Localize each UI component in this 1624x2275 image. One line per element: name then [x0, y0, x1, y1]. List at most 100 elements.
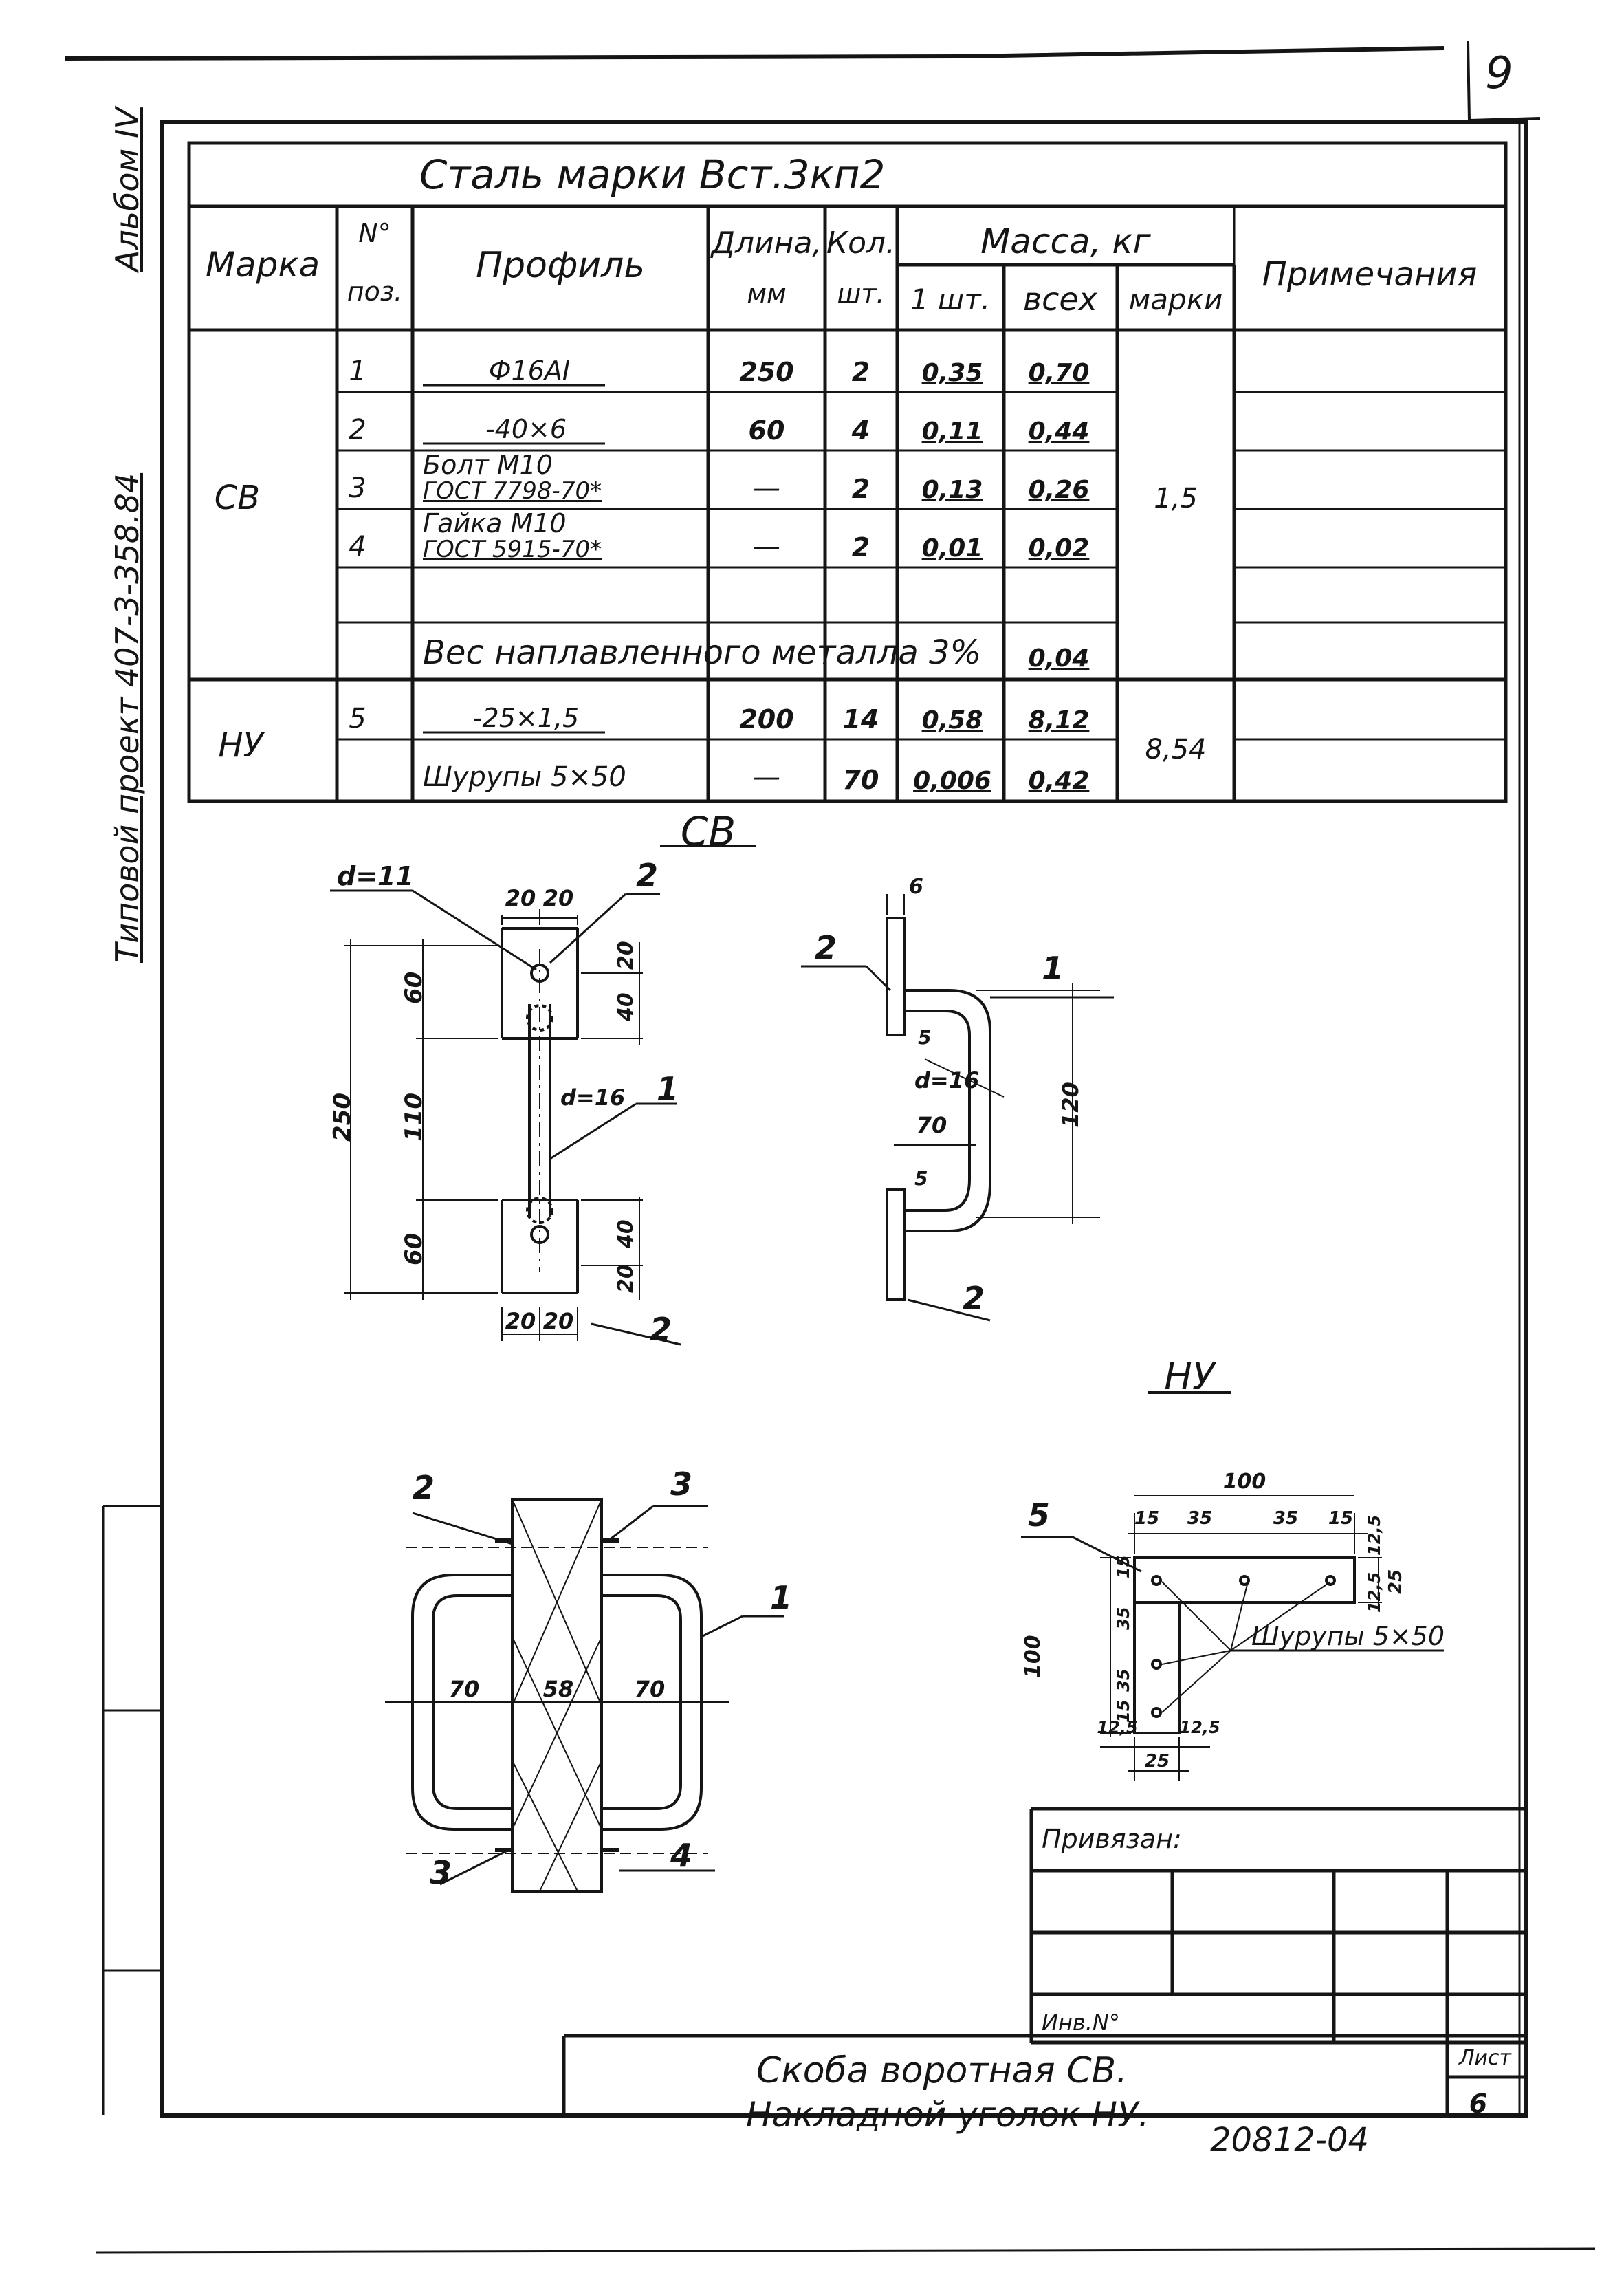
row-4-pos: 4 [349, 531, 366, 563]
mark-nu: НУ [218, 726, 263, 765]
album-label: Альбом IV [109, 107, 146, 272]
header-mass-one: 1 шт. [910, 283, 991, 316]
row-2-all: 0,44 [1028, 417, 1090, 446]
view-title-nu: НУ [1164, 1355, 1215, 1398]
title-block-line-1: Скоба воротная СВ. [756, 2050, 1128, 2091]
row-3-profile-1: Болт М10 [423, 450, 553, 480]
header-pos-bottom: поз. [347, 276, 403, 307]
title-block-sheet-number: 6 [1469, 2089, 1488, 2119]
title-block-privyazan: Привязан: [1042, 1824, 1182, 1854]
nu-r25: 25 [1385, 1569, 1406, 1594]
row-4-qty: 2 [851, 532, 870, 563]
sv-front-r-40-bot: 40 [614, 1219, 638, 1248]
sv-front-pos1: 1 [657, 1070, 679, 1107]
section-view [385, 1498, 784, 1893]
row-4-length: — [753, 531, 780, 563]
row-2-qty: 4 [851, 415, 870, 446]
section-w-mid: 58 [542, 1676, 574, 1702]
row-3-profile-2: ГОСТ 7798-70* [423, 477, 602, 505]
sv-front-bot-b: 20 [542, 1308, 574, 1334]
row-5-length: 200 [739, 704, 794, 734]
row-1-profile: Ф16АI [488, 356, 571, 386]
project-label: Типовой проект 407-3-358.84 [109, 472, 146, 963]
sv-side-h120: 120 [1057, 1082, 1084, 1128]
spec-table-grid [187, 141, 1508, 803]
sv-side-s5-bot: 5 [914, 1167, 928, 1190]
header-notes: Примечания [1262, 255, 1478, 294]
row-3-pos: 3 [349, 472, 366, 504]
sv-front-r-20-top: 20 [614, 941, 638, 970]
nu-d15: 15 [1134, 1508, 1160, 1529]
weld-row-text: Вес наплавленного металла 3% [423, 633, 982, 672]
nu-w-total: 100 [1222, 1470, 1266, 1494]
row-4-profile-2: ГОСТ 5915-70* [423, 536, 602, 563]
row-5-one: 0,58 [921, 706, 983, 734]
nu-v35a: 35 [1114, 1607, 1133, 1630]
sheet-corner-number: 9 [1485, 48, 1513, 99]
sv-front-h-mid: 110 [400, 1093, 428, 1142]
nu-h-total: 100 [1021, 1635, 1045, 1678]
nu-b25: 25 [1144, 1751, 1170, 1772]
sv-side-d-rod: d=16 [914, 1067, 980, 1093]
header-profile: Профиль [475, 245, 646, 286]
title-block-sheet-label: Лист [1458, 2046, 1512, 2070]
section-pos2: 2 [413, 1469, 435, 1506]
sv-side-t6: 6 [909, 875, 923, 899]
nu-d35b: 35 [1273, 1508, 1299, 1529]
row-3-length: — [753, 472, 780, 504]
material-title: Сталь марки Вст.3кп2 [419, 151, 886, 198]
sv-front-d-rod: d=16 [560, 1085, 626, 1111]
row-6-length: — [753, 761, 780, 793]
view-title-underlines [660, 845, 1231, 1394]
weld-row-all: 0,04 [1028, 644, 1090, 673]
nu-d35a: 35 [1187, 1508, 1213, 1529]
row-1-one: 0,35 [921, 359, 983, 387]
section-pos3-bot: 3 [430, 1854, 452, 1891]
sv-front-top-b: 20 [542, 885, 574, 911]
section-w-right: 70 [634, 1676, 666, 1702]
title-block-code: 20812-04 [1210, 2121, 1370, 2159]
sv-side-pos1: 1 [1042, 950, 1064, 987]
row-3-qty: 2 [851, 474, 870, 504]
row-5-qty: 14 [842, 704, 879, 734]
row-4-one: 0,01 [921, 534, 983, 563]
nu-b12-5a: 12,5 [1097, 1718, 1138, 1737]
row-5-pos: 5 [349, 703, 366, 734]
row-6-profile: Шурупы 5×50 [423, 761, 626, 793]
section-pos3-top: 3 [670, 1466, 693, 1503]
sv-side-pos2-top: 2 [815, 929, 837, 966]
sv-side-view [801, 894, 1114, 1322]
row-5-all: 8,12 [1028, 706, 1090, 734]
row-1-all: 0,70 [1028, 359, 1090, 387]
title-block-line-2: Накладной уголок НУ. [746, 2095, 1150, 2135]
sv-front-h-total: 250 [329, 1093, 356, 1142]
nu-v15: 15 [1114, 1555, 1133, 1578]
sv-front-view [330, 889, 681, 1346]
nu-screws: Шурупы 5×50 [1251, 1621, 1445, 1651]
header-length-bottom: мм [747, 279, 787, 309]
row-4-all: 0,02 [1028, 534, 1090, 563]
mark-sv-mass: 1,5 [1154, 483, 1198, 514]
sv-side-w70: 70 [916, 1112, 947, 1138]
header-length-top: Длина, [711, 226, 822, 261]
row-3-all: 0,26 [1028, 476, 1090, 504]
row-6-one: 0,006 [913, 767, 991, 795]
title-block-inv: Инв.N° [1042, 2010, 1120, 2036]
row-2-one: 0,11 [921, 417, 983, 446]
nu-d15b: 15 [1328, 1508, 1354, 1529]
row-4-profile-1: Гайка М10 [423, 508, 567, 538]
sv-front-r-40-top: 40 [614, 992, 638, 1021]
header-mass: Масса, кг [980, 221, 1151, 261]
mark-nu-mass: 8,54 [1145, 734, 1207, 765]
header-mark: Марка [205, 245, 320, 285]
title-block-grid [562, 1807, 1526, 2115]
row-6-all: 0,42 [1028, 767, 1090, 795]
sv-front-h-bot: 60 [400, 1232, 428, 1265]
row-1-length: 250 [739, 357, 794, 387]
sv-front-bot-a: 20 [505, 1308, 536, 1334]
row-1-qty: 2 [851, 357, 870, 387]
sv-front-d-hole: d=11 [337, 861, 414, 891]
header-qty-bottom: шт. [837, 279, 885, 309]
nu-b12-5b: 12,5 [1179, 1718, 1220, 1737]
